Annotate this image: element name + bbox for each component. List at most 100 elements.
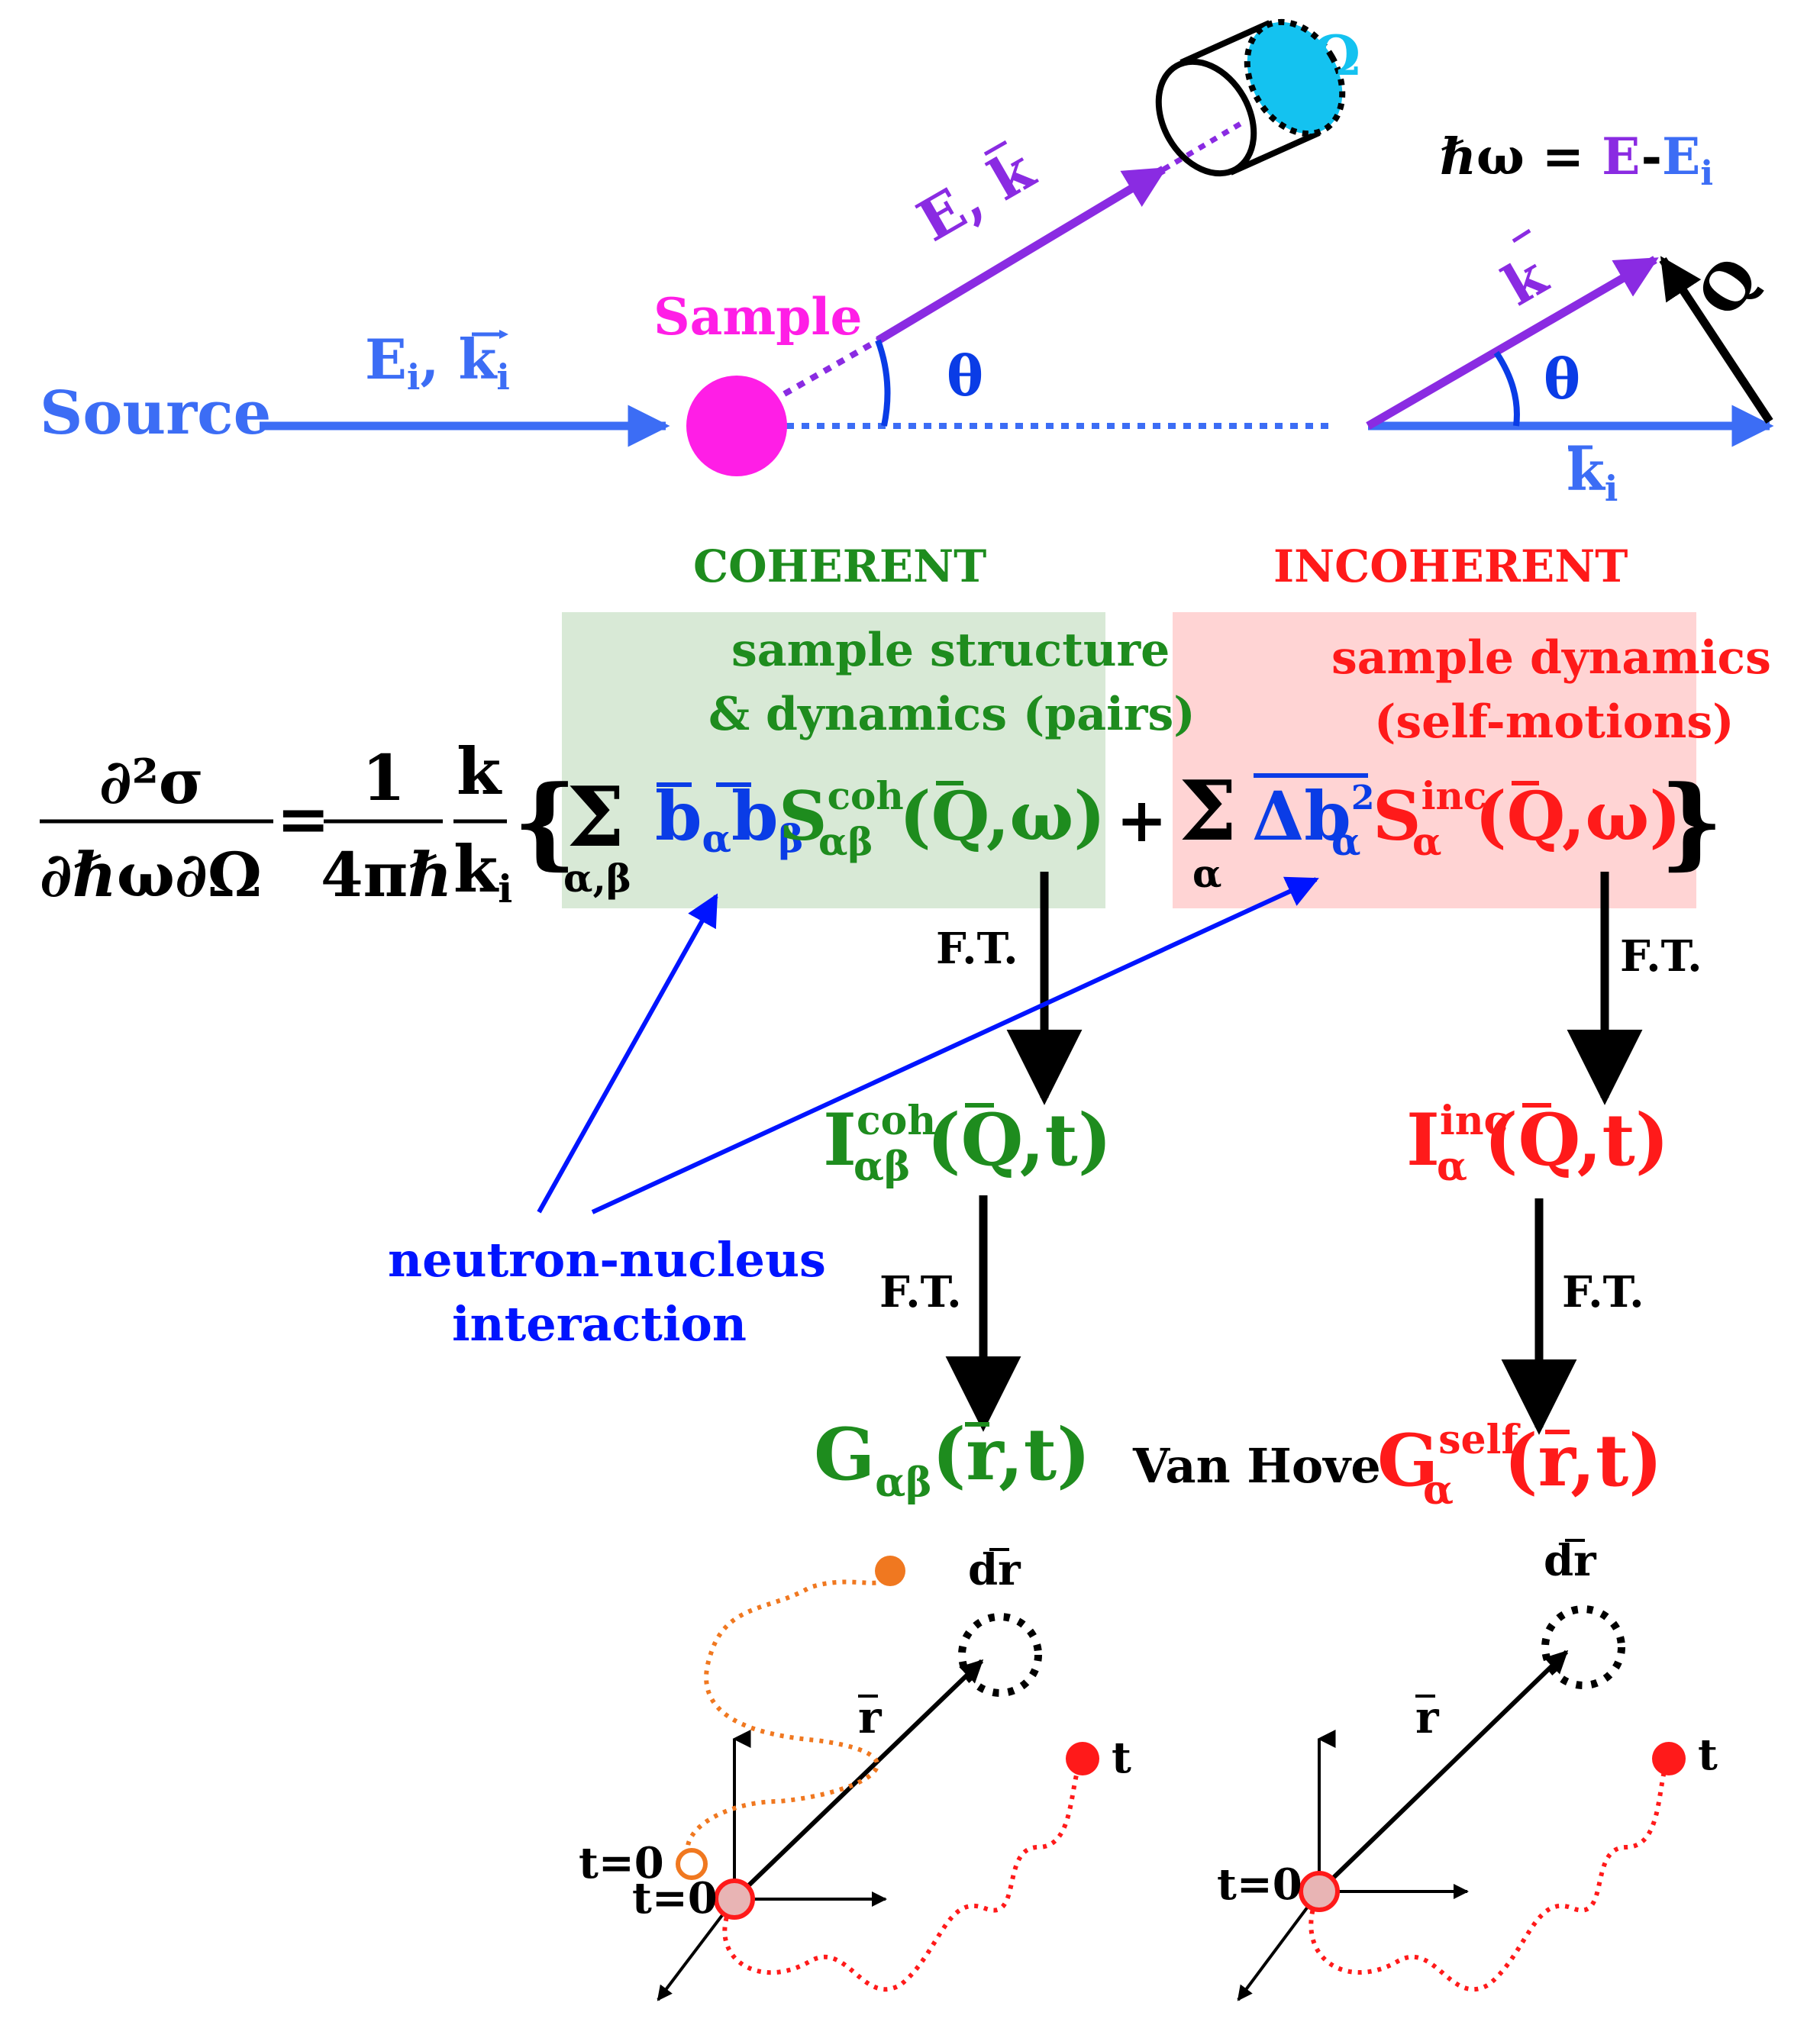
k-ratio-numerator: k bbox=[457, 734, 502, 809]
scattering-geometry: Source Ei, ki E, k Sample θ Ω ℏω = E-Ei bbox=[40, 18, 1774, 509]
scattered-k-vector-mark bbox=[983, 140, 1008, 156]
van-hove-coherent: Gαβ(r,t) bbox=[814, 1413, 1091, 1506]
red-particle-end bbox=[1652, 1742, 1686, 1775]
scattered-beam-label: E, k bbox=[907, 137, 1046, 255]
constant-numerator: 1 bbox=[362, 742, 405, 815]
incoherent-scattering-function-sub: α bbox=[1412, 819, 1441, 864]
incoherent-scattering-function-args: (Q,ω) bbox=[1475, 776, 1681, 856]
incoherent-sum-index: α bbox=[1192, 851, 1221, 896]
dr-label: dr bbox=[1544, 1536, 1597, 1586]
r-vector-label: r bbox=[858, 1691, 883, 1743]
incoherent-description-line2: (self-motions) bbox=[1374, 695, 1734, 749]
incoherent-scattering-length-variance: Δb2 bbox=[1252, 776, 1374, 856]
red-t0-label: t=0 bbox=[1217, 1859, 1302, 1910]
intermediate-scattering-coherent: Icoh bbox=[823, 1098, 936, 1182]
van-hove-self: Gself bbox=[1377, 1417, 1521, 1503]
red-particle-origin bbox=[714, 1878, 755, 1920]
ft-label-incoherent-1: F.T. bbox=[1620, 931, 1702, 982]
coherent-heading: COHERENT bbox=[693, 540, 986, 592]
sample-label: Sample bbox=[653, 287, 862, 347]
detector-icon bbox=[1155, 18, 1346, 177]
coherent-scattering-function: Scoh bbox=[779, 773, 904, 856]
red-trajectory bbox=[1309, 1757, 1671, 1992]
ft-label-incoherent-2: F.T. bbox=[1562, 1267, 1644, 1317]
intermediate-scattering-incoherent-sub: α bbox=[1437, 1143, 1467, 1190]
self-correlation-sketch: r dr t=0 t bbox=[1217, 1536, 1718, 2001]
red-particle-origin bbox=[1299, 1871, 1340, 1912]
scattering-lengths-product: bαbβ bbox=[655, 776, 804, 861]
source-label: Source bbox=[40, 379, 271, 448]
energy-transfer-equation: ℏω = E-Ei bbox=[1440, 127, 1713, 193]
vector-angle-arc bbox=[1493, 350, 1520, 427]
detector-path-dotted bbox=[1162, 121, 1242, 173]
interaction-label-line2: interaction bbox=[452, 1296, 747, 1352]
r-vector-arrow bbox=[732, 1659, 984, 1901]
interaction-arrow-coherent bbox=[537, 893, 718, 1214]
incoherent-box bbox=[1173, 612, 1696, 908]
coherent-sum-index: α,β bbox=[563, 856, 631, 901]
dr-volume-circle bbox=[1541, 1605, 1625, 1689]
coherent-box bbox=[562, 612, 1105, 908]
cross-section-equation: ∂²σ ∂ℏω∂Ω = 1 4πℏ k ki { Σ α,β bαbβ Scoh… bbox=[40, 734, 1724, 911]
vector-k-arrow bbox=[1366, 256, 1659, 430]
k-ratio-denominator: ki bbox=[453, 831, 512, 911]
intermediate-scattering-incoherent: Iinc bbox=[1406, 1098, 1508, 1182]
incident-k-vector-tip bbox=[499, 330, 508, 339]
van-hove-label: Van Hove bbox=[1132, 1438, 1381, 1494]
incoherent-scattering-function: Sinc bbox=[1373, 773, 1486, 856]
orange-particle-end bbox=[875, 1556, 905, 1586]
dr-label: dr bbox=[968, 1545, 1021, 1595]
intermediate-scattering-coherent-args: (Q,t) bbox=[927, 1098, 1112, 1182]
constant-denominator: 4πℏ bbox=[321, 839, 452, 911]
red-t-label: t bbox=[1112, 1733, 1131, 1783]
scattering-angle-theta: θ bbox=[947, 343, 983, 408]
interaction-label-line1: neutron-nucleus bbox=[388, 1232, 826, 1288]
van-hove-self-args: (r,t) bbox=[1504, 1419, 1663, 1503]
dr-volume-circle bbox=[958, 1613, 1042, 1697]
coherent-description-line2: & dynamics (pairs) bbox=[708, 688, 1196, 741]
z-axis bbox=[1237, 1890, 1321, 2001]
lhs-numerator: ∂²σ bbox=[99, 746, 204, 818]
solid-angle-omega: Ω bbox=[1312, 23, 1360, 88]
vector-k-label: k bbox=[1492, 242, 1559, 318]
red-particle-end bbox=[1066, 1742, 1099, 1775]
van-hove-self-sub: α bbox=[1423, 1467, 1454, 1514]
lhs-denominator: ∂ℏω∂Ω bbox=[40, 839, 262, 911]
red-t0-label: t=0 bbox=[632, 1873, 718, 1924]
vector-angle-theta: θ bbox=[1544, 347, 1580, 411]
scattered-beam-dotted bbox=[770, 337, 879, 405]
open-brace: { bbox=[513, 763, 577, 880]
sample-circle bbox=[686, 376, 787, 476]
pair-correlation-sketch: r dr t=0 t=0 t bbox=[579, 1545, 1131, 2001]
incoherent-scattering-length-variance-sub: α bbox=[1331, 819, 1360, 864]
coherent-scattering-function-args: (Q,ω) bbox=[899, 776, 1105, 856]
orange-t0-label: t=0 bbox=[579, 1838, 664, 1888]
z-axis bbox=[657, 1898, 736, 2001]
incoherent-sum-sigma: Σ bbox=[1179, 763, 1237, 859]
incoherent-description-line1: sample dynamics bbox=[1331, 631, 1771, 685]
equals-sign: = bbox=[276, 781, 330, 856]
vector-Q-arrow bbox=[1659, 256, 1773, 424]
incident-beam-label: Ei, ki bbox=[365, 327, 510, 398]
red-t-label: t bbox=[1698, 1730, 1718, 1780]
coherent-description-line1: sample structure bbox=[731, 624, 1170, 677]
red-trajectory bbox=[722, 1757, 1085, 1992]
scattered-beam-arrow bbox=[876, 166, 1167, 344]
intermediate-scattering-incoherent-args: (Q,t) bbox=[1484, 1098, 1669, 1182]
plus-sign: + bbox=[1116, 784, 1167, 856]
ft-label-coherent-1: F.T. bbox=[936, 924, 1018, 974]
ft-label-coherent-2: F.T. bbox=[879, 1267, 962, 1317]
close-brace: } bbox=[1660, 763, 1724, 880]
coherent-sum-sigma: Σ bbox=[566, 769, 624, 866]
incoherent-heading: INCOHERENT bbox=[1273, 540, 1628, 592]
orange-particle-start bbox=[676, 1848, 708, 1880]
scattering-angle-arc bbox=[875, 339, 891, 427]
coherent-scattering-function-sub: αβ bbox=[818, 819, 873, 864]
interaction-arrow-incoherent bbox=[591, 876, 1319, 1214]
intermediate-scattering-coherent-sub: αβ bbox=[854, 1143, 911, 1190]
vector-k-mark bbox=[1512, 228, 1531, 243]
r-vector-arrow bbox=[1317, 1650, 1569, 1894]
r-vector-label: r bbox=[1415, 1691, 1440, 1743]
orange-trajectory bbox=[685, 1570, 892, 1866]
